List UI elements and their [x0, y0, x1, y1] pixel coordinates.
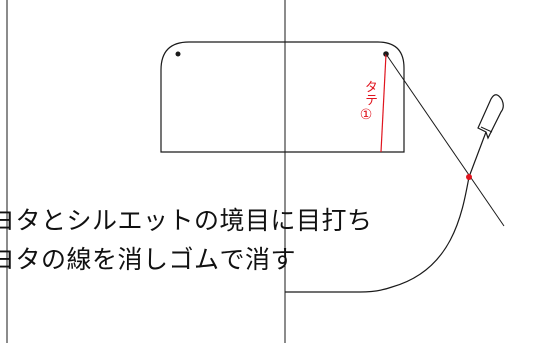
pocket-flap-outline	[160, 41, 405, 153]
silhouette-curve	[285, 176, 470, 293]
grain-label-text: タテ	[362, 80, 377, 106]
awl-icon	[468, 94, 504, 178]
intersection-point	[466, 174, 472, 180]
marker-dot-left	[175, 51, 181, 57]
grain-line	[380, 53, 387, 153]
caption-line-1: ヨタとシルエットの境目に目打ち	[0, 206, 373, 235]
caption-line-2: ヨタの線を消しゴムで消す	[0, 245, 297, 274]
diagonal-guide-line	[385, 53, 505, 227]
grain-label-number: ①	[359, 107, 373, 123]
